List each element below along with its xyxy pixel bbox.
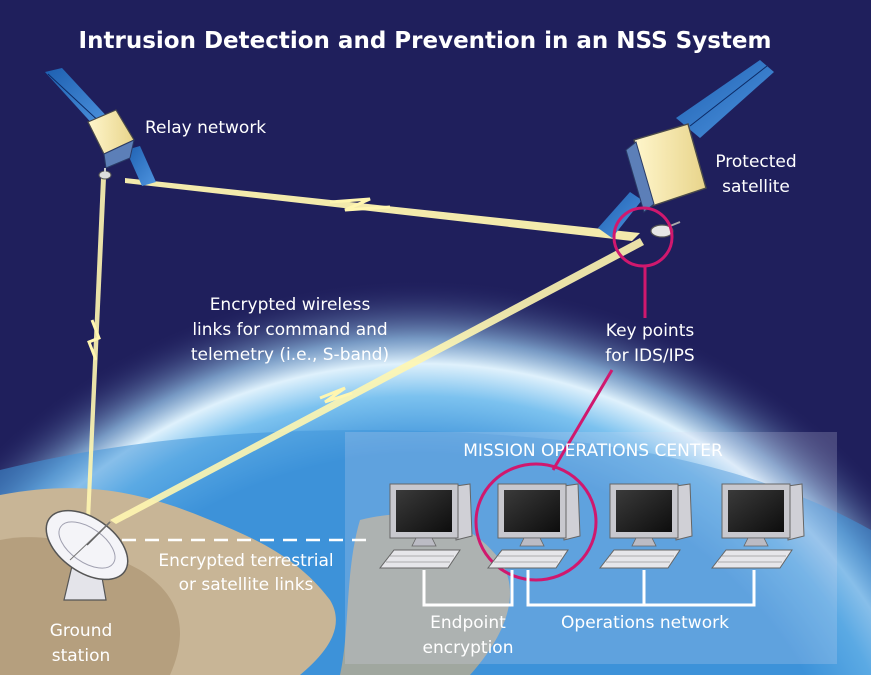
endpoint-encryption-label-1: Endpoint (430, 613, 506, 633)
endpoint-encryption-label-2: encryption (423, 638, 514, 658)
wireless-links-label-1: Encrypted wireless (210, 295, 371, 315)
page-title: Intrusion Detection and Prevention in an… (79, 28, 772, 54)
workstation-icon (378, 483, 473, 569)
operations-network-lines (422, 570, 756, 607)
ground-station-label-2: station (52, 646, 111, 666)
wireless-links-label-2: links for command and (192, 320, 387, 340)
mission-operations-title: MISSION OPERATIONS CENTER (463, 441, 723, 461)
protected-satellite-label-2: satellite (722, 177, 790, 197)
terrestrial-links-label-2: or satellite links (179, 575, 314, 595)
relay-to-protected-link (125, 178, 640, 241)
relay-satellite-icon (45, 68, 156, 186)
protected-satellite-label-1: Protected (715, 152, 796, 172)
key-points-label-2: for IDS/IPS (605, 346, 694, 366)
landmass-shade (0, 537, 180, 675)
ground-to-protected-link (110, 238, 644, 524)
workstation-icon (598, 483, 693, 569)
ground-to-relay-link (86, 178, 106, 520)
ids-keypoint-satellite (612, 206, 674, 268)
ids-keypoint-workstation (474, 462, 598, 582)
wireless-links-label-3: telemetry (i.e., S-band) (191, 345, 389, 365)
terrestrial-links-label-1: Encrypted terrestrial (158, 551, 333, 571)
ground-dish-icon (45, 509, 129, 601)
workstation-icon (710, 483, 805, 569)
operations-network-label: Operations network (561, 613, 729, 633)
keypoint-connector-lower (551, 369, 614, 471)
workstation-icon (486, 483, 581, 569)
ground-station-label-1: Ground (50, 621, 113, 641)
key-points-label-1: Key points (606, 321, 695, 341)
relay-network-label: Relay network (145, 118, 266, 138)
protected-satellite-icon (598, 60, 774, 238)
